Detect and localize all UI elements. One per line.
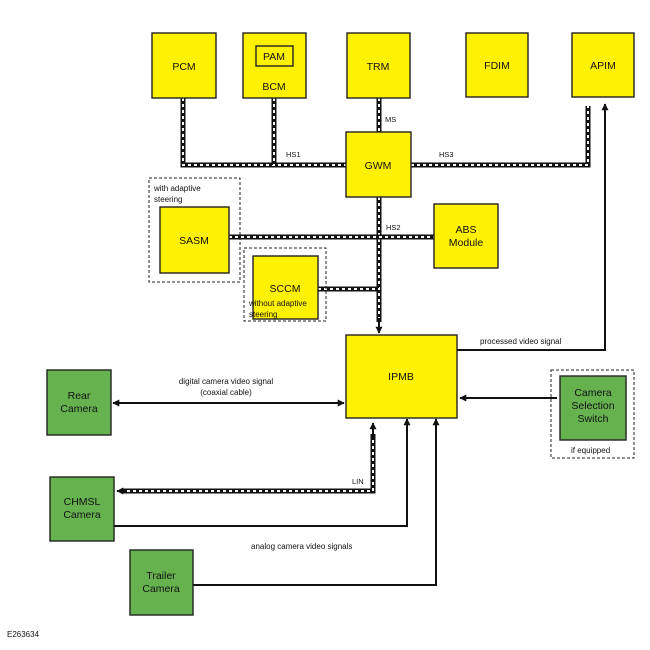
lin-bus-label: LIN (352, 477, 364, 486)
gwm-label: GWM (365, 160, 392, 172)
trailer-camera-label-line1: Trailer (146, 570, 176, 582)
sccm-label: SCCM (270, 283, 301, 295)
apim-label: APIM (590, 60, 616, 72)
digital-video-note-line2: (coaxial cable) (200, 388, 252, 397)
no-adaptive-steering-note-line2: steering (249, 310, 277, 319)
trailer-camera: Trailer Camera (129, 549, 194, 616)
network-lines (121, 98, 591, 494)
gwm-module: GWM (345, 131, 412, 198)
pcm-label: PCM (172, 61, 195, 73)
chmsl-camera-label-line2: Camera (63, 509, 101, 521)
sasm-module: SASM (159, 206, 230, 274)
rear-camera-label-line2: Camera (60, 403, 98, 415)
no-adaptive-steering-option-box (243, 247, 327, 322)
rear-camera-label-line1: Rear (68, 390, 91, 402)
camera-selection-switch: Camera Selection Switch (559, 375, 627, 441)
chmsl-camera: CHMSL Camera (49, 476, 115, 542)
hs3-bus-line (411, 106, 591, 168)
digital-video-note-line1: digital camera video signal (179, 377, 273, 386)
bcm-module: PAM BCM (242, 32, 307, 99)
sasm-label: SASM (179, 235, 209, 247)
chmsl-analog-line (114, 418, 411, 527)
ipmb-label: IPMB (388, 371, 414, 383)
hs3-bus-label: HS3 (439, 150, 454, 159)
rear-camera: Rear Camera (46, 369, 112, 436)
apim-module: APIM (571, 32, 635, 98)
trailer-camera-label-line2: Camera (142, 583, 180, 595)
figure-id: E263634 (7, 630, 40, 639)
sccm-module: SCCM (252, 255, 319, 320)
hs1-bus-label: HS1 (286, 150, 301, 159)
adaptive-steering-option-box (148, 177, 241, 283)
adaptive-steering-note-line1: with adaptive (153, 184, 201, 193)
trm-module: TRM (346, 32, 411, 99)
ms-bus-label: MS (385, 115, 396, 124)
abs-label-line1: ABS (455, 224, 476, 236)
adaptive-steering-note-line2: steering (154, 195, 182, 204)
if-equipped-note: if equipped (571, 446, 610, 455)
lin-bus-line (121, 434, 376, 494)
hs1-bus-line (180, 98, 346, 168)
abs-module: ABS Module (433, 203, 499, 269)
analog-video-note: analog camera video signals (251, 542, 352, 551)
fdim-label: FDIM (484, 60, 510, 72)
pam-submodule (255, 45, 294, 67)
trm-label: TRM (367, 61, 390, 73)
pcm-module: PCM (151, 32, 217, 99)
trailer-analog-line (193, 418, 440, 586)
fdim-module: FDIM (465, 32, 529, 98)
switch-label-line3: Switch (578, 413, 609, 425)
no-adaptive-steering-note-line1: without adaptive (248, 299, 307, 308)
switch-label-line2: Selection (571, 400, 614, 412)
pam-label: PAM (263, 51, 285, 63)
hs2-bus-label: HS2 (386, 223, 401, 232)
switch-label-line1: Camera (574, 387, 612, 399)
abs-label-line2: Module (449, 237, 484, 249)
bcm-label: BCM (262, 81, 285, 93)
if-equipped-option-box (550, 369, 635, 459)
processed-video-note: processed video signal (480, 337, 562, 346)
processed-video-line (457, 103, 609, 351)
ipmb-module: IPMB (345, 334, 458, 419)
chmsl-camera-label-line1: CHMSL (64, 496, 101, 508)
